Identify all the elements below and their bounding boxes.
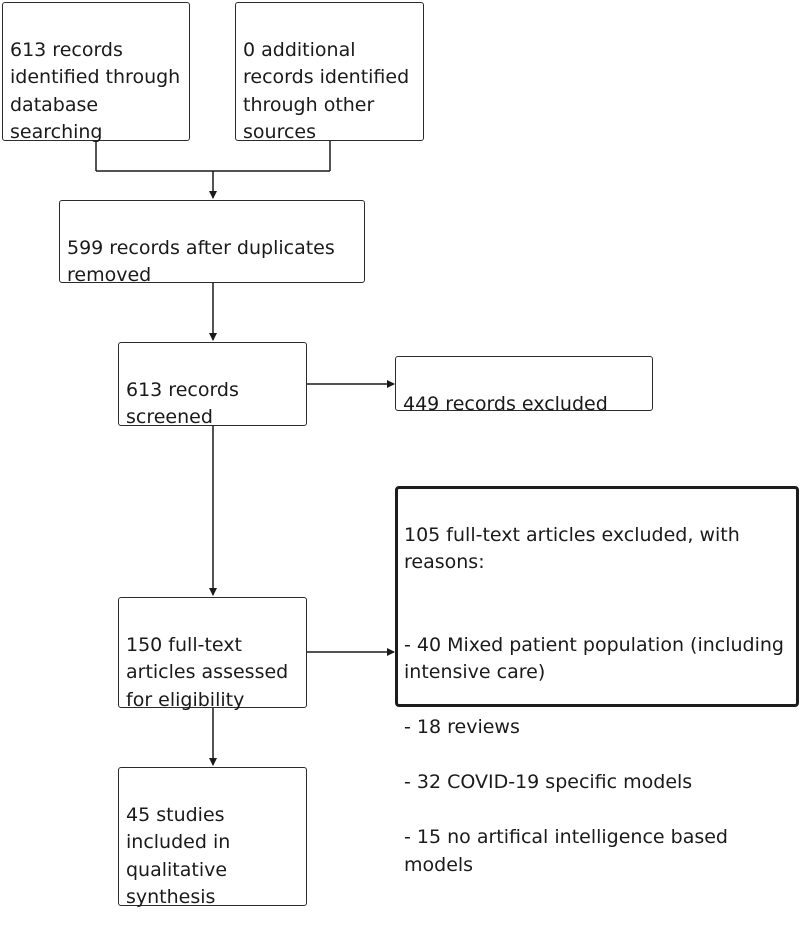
exclusion-reason: - 40 Mixed patient population (including… bbox=[404, 633, 784, 684]
exclusion-reasons-list: - 40 Mixed patient population (including… bbox=[404, 604, 791, 907]
database-records-box: 613 records identified through database … bbox=[2, 2, 190, 144]
fulltext-excluded-title: 105 full-text articles excluded, with re… bbox=[404, 523, 740, 574]
records-screened-text: 613 records screened bbox=[126, 378, 239, 429]
fulltext-excluded-box: 105 full-text articles excluded, with re… bbox=[395, 486, 799, 876]
records-excluded-box: 449 records excluded bbox=[395, 356, 653, 415]
other-records-text: 0 additional records identified through … bbox=[243, 38, 410, 144]
records-screened-box: 613 records screened bbox=[118, 342, 307, 429]
database-records-text: 613 records identified through database … bbox=[10, 38, 181, 144]
flow-connectors bbox=[95, 141, 395, 766]
duplicates-removed-box: 599 records after duplicates removed bbox=[59, 200, 365, 286]
duplicates-removed-text: 599 records after duplicates removed bbox=[67, 236, 335, 287]
studies-included-box: 45 studies included in qualitative synth… bbox=[118, 767, 307, 909]
other-records-box: 0 additional records identified through … bbox=[235, 2, 424, 144]
fulltext-assessed-text: 150 full-text articles assessed for elig… bbox=[126, 633, 289, 711]
exclusion-reason: - 18 reviews bbox=[404, 716, 520, 738]
exclusion-reason: - 32 COVID-19 specific models bbox=[404, 771, 693, 793]
exclusion-reason: - 15 no artifical intelligence based mod… bbox=[404, 826, 728, 876]
studies-included-text: 45 studies included in qualitative synth… bbox=[126, 803, 231, 909]
records-excluded-text: 449 records excluded bbox=[403, 392, 608, 415]
fulltext-assessed-box: 150 full-text articles assessed for elig… bbox=[118, 597, 307, 711]
